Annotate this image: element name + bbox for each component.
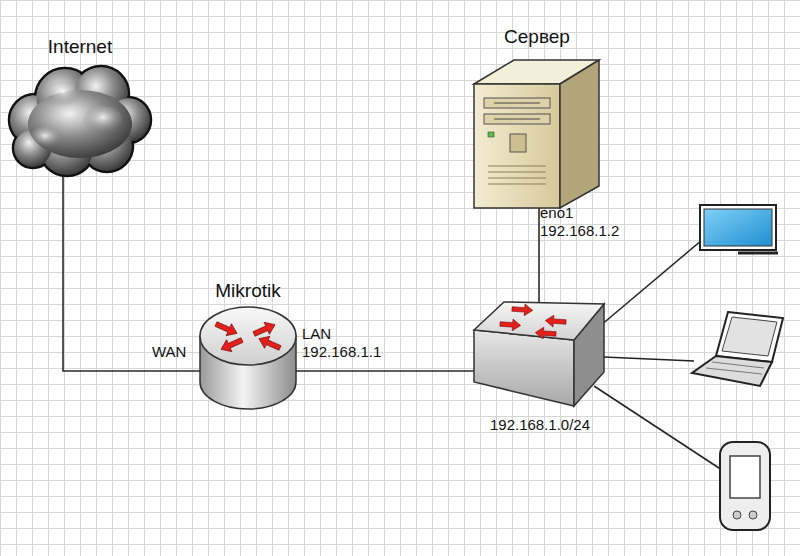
- server-vents: [488, 166, 546, 184]
- laptop-base: [692, 356, 772, 386]
- drive-bay: [484, 114, 550, 124]
- power-button: [510, 134, 526, 152]
- laptop-screen: [722, 317, 777, 356]
- subnet-label: 192.168.1.0/24: [466, 416, 614, 434]
- red-arrow: [512, 303, 533, 316]
- cloud-icon: [5, 60, 153, 182]
- node-text-group: Internet: [5, 36, 155, 58]
- network-link: [296, 370, 476, 372]
- interface-label: LAN 192.168.1.1: [302, 325, 397, 361]
- phone-screen: [730, 456, 760, 498]
- cloud-fill: [11, 68, 150, 175]
- vent-line: [488, 166, 546, 167]
- server-front: [474, 84, 560, 208]
- red-arrow: [535, 327, 556, 340]
- drive-bay: [484, 98, 550, 108]
- network-node: 192.168.1.0/24: [466, 298, 614, 440]
- network-node: Сервер: [472, 26, 602, 212]
- device-name: Internet: [5, 36, 155, 58]
- router-icon: [198, 304, 298, 412]
- device-wire: [604, 357, 694, 361]
- interface-label: WAN: [152, 343, 186, 361]
- vent-line: [488, 184, 546, 185]
- monitor-frame: [700, 205, 776, 250]
- node-text-group: Сервер: [472, 26, 602, 48]
- monitor-icon: [700, 205, 778, 253]
- cloud-outline: [9, 66, 151, 176]
- phone-button: [749, 511, 757, 519]
- monitor-screen: [704, 209, 772, 246]
- device-name: Mikrotik: [195, 280, 301, 302]
- drive-slot: [494, 119, 540, 120]
- device-wire: [600, 240, 702, 326]
- red-arrow: [500, 318, 521, 331]
- laptop-keys: [712, 362, 764, 368]
- vent-line: [488, 178, 546, 179]
- node-text-group: Mikrotik: [195, 280, 301, 302]
- vent-line: [488, 172, 546, 173]
- monitor-base: [738, 252, 778, 255]
- cloud-highlight: [45, 81, 81, 107]
- switch-icon: [474, 300, 604, 408]
- network-node: Mikrotik: [195, 280, 301, 412]
- red-arrow: [545, 315, 566, 328]
- device-name: Сервер: [472, 26, 602, 48]
- device-wire: [594, 386, 722, 470]
- network-link: [538, 202, 540, 310]
- red-arrow: [218, 334, 244, 355]
- cloud-core: [28, 90, 132, 158]
- laptop-icon: [692, 312, 783, 386]
- drive-slot: [494, 103, 540, 104]
- interface-label: eno1 192.168.1.2: [540, 204, 640, 240]
- router-top: [200, 307, 296, 365]
- red-arrow: [251, 319, 277, 340]
- red-arrow: [256, 333, 282, 354]
- network-node: Internet: [5, 36, 155, 184]
- switch-top: [474, 302, 604, 340]
- cloud-highlight: [83, 106, 123, 134]
- device-wires: [594, 240, 722, 470]
- phone-body: [720, 442, 770, 530]
- server-icon: [474, 58, 599, 210]
- laptop-lid: [716, 312, 783, 362]
- switch-front: [474, 330, 574, 406]
- cloud-highlight: [29, 127, 61, 149]
- red-arrow: [213, 318, 239, 339]
- network-link: [63, 170, 200, 371]
- laptop-keys: [706, 368, 762, 374]
- phone-icon: [720, 442, 770, 530]
- phone-button: [733, 511, 741, 519]
- power-led: [488, 132, 494, 137]
- server-side: [560, 60, 599, 208]
- node-text-group: 192.168.1.0/24: [466, 416, 614, 434]
